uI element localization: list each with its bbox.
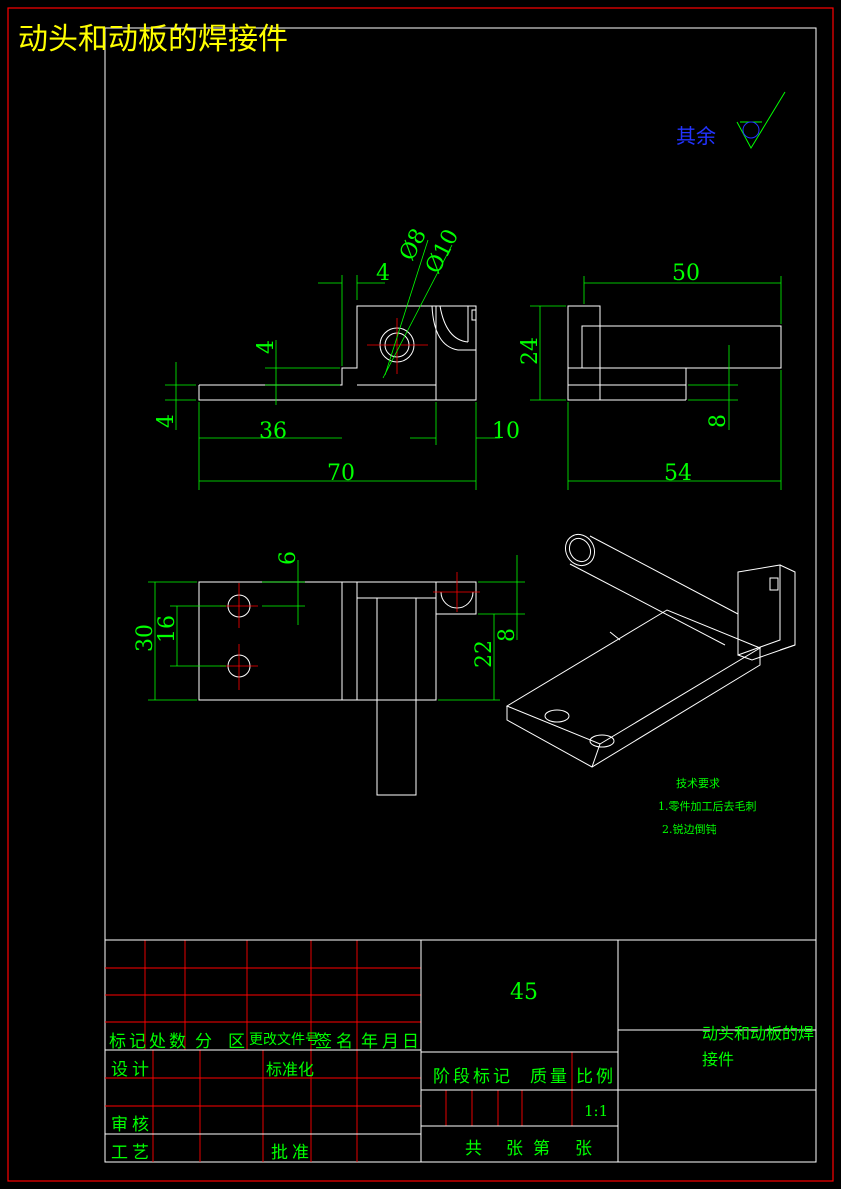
tb-stage-mark: 阶段标记 [433,1067,513,1087]
top-dimension-lines [148,555,525,701]
tb-weight: 质量 [530,1067,570,1087]
tb-rev-sign-1: 签 [315,1032,332,1052]
front-dimension-lines [165,239,500,490]
top-view-centerlines [220,572,480,690]
notes-item-2: 2.锐边倒钝 [662,823,717,836]
tb-approve: 批准 [271,1143,313,1163]
tb-part-name-line-2: 接件 [702,1050,735,1069]
tb-rev-sign-2: 名 [336,1032,353,1052]
notes-heading: 技术要求 [676,777,720,790]
side-view [567,305,782,401]
tb-sheets-unit-1: 张 [506,1139,523,1159]
tb-part-name-line-1: 动头和动板的焊 [702,1024,815,1043]
tb-review: 审核 [111,1115,153,1135]
tb-sheets-unit-2: 张 [575,1139,592,1159]
isometric-view [505,533,796,768]
top-view [198,581,477,796]
front-view [198,305,477,401]
tb-rev-zone-1: 分 [195,1032,212,1052]
tb-standard: 标准化 [266,1060,315,1079]
tb-rev-docno: 更改文件号 [249,1032,319,1048]
tb-sheets-total: 共 [465,1139,482,1159]
tb-rev-count-2: 数 [169,1032,186,1052]
tb-rev-date-y: 年 [361,1032,378,1052]
tb-scale-value: 1:1 [584,1102,609,1120]
tb-rev-mark-2: 记 [129,1032,146,1052]
side-dimension-lines [530,276,782,490]
tb-scale-label: 比例 [576,1067,616,1087]
tb-sheet-no: 第 [533,1139,550,1159]
surface-finish-symbol [736,91,786,150]
tb-rev-count-1: 处 [149,1032,166,1052]
tb-rev-date-m: 月 [382,1032,399,1052]
drawing-title: 动头和动板的焊接件 [18,22,288,57]
tb-rev-mark-1: 标 [109,1032,126,1052]
surface-finish-label: 其余 [676,124,716,148]
tb-process: 工艺 [111,1143,153,1163]
tb-rev-zone-2: 区 [228,1032,245,1052]
outer-frame [7,7,834,1182]
front-view-centerlines [367,318,428,374]
inner-border [104,27,817,1163]
tb-rev-date-d: 日 [402,1032,419,1052]
tb-material: 45 [510,980,538,1005]
tb-design: 设计 [111,1060,153,1080]
notes-item-1: 1.零件加工后去毛刺 [658,800,757,813]
